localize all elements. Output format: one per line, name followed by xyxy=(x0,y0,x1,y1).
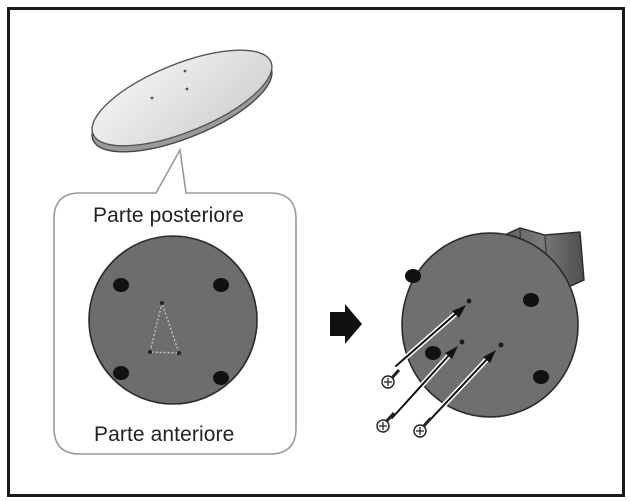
base-foot xyxy=(113,278,129,292)
base-foot xyxy=(213,278,229,292)
base-bottom-view xyxy=(88,235,258,405)
screw-icon xyxy=(413,416,433,438)
screw-hole xyxy=(160,301,164,305)
screw-hole xyxy=(466,298,472,304)
screw-icon xyxy=(376,411,396,433)
stand-assembly xyxy=(401,227,585,418)
base-foot xyxy=(523,293,539,307)
plate-hole xyxy=(183,69,187,73)
plate-hole xyxy=(150,96,154,100)
arrowhead xyxy=(483,350,496,363)
screw-icon xyxy=(381,368,401,389)
base-foot xyxy=(113,366,129,380)
base-foot xyxy=(405,269,421,283)
stand-base-plate xyxy=(91,49,273,153)
screw-hole xyxy=(459,339,465,345)
arrowhead xyxy=(445,346,458,359)
screw-hole xyxy=(498,342,504,348)
arrowhead xyxy=(452,305,466,318)
base-foot xyxy=(533,370,549,384)
plate-hole xyxy=(185,87,189,91)
front-label: Parte anteriore xyxy=(94,423,235,446)
screw-hole xyxy=(177,351,181,355)
back-label: Parte posteriore xyxy=(93,204,245,227)
base-foot xyxy=(213,371,229,385)
base-foot xyxy=(425,346,441,360)
screw-hole xyxy=(148,350,152,354)
right-arrow-icon xyxy=(330,304,362,344)
screw-triangle-guide xyxy=(149,300,180,354)
